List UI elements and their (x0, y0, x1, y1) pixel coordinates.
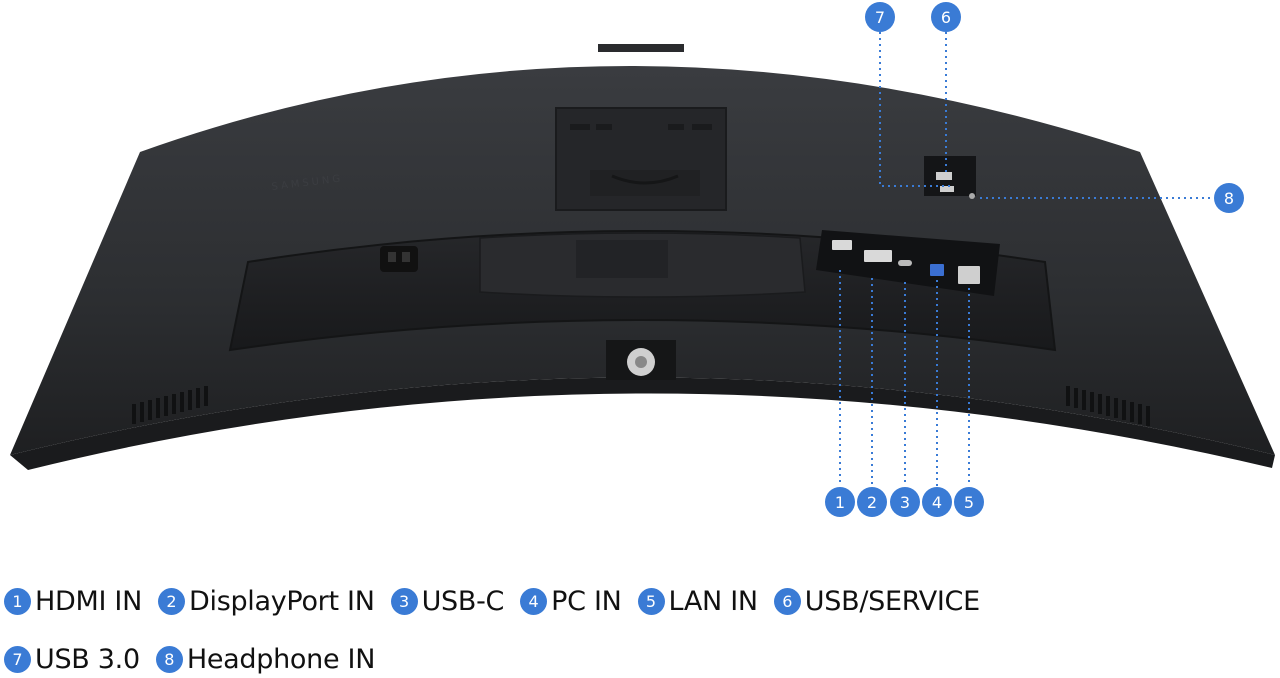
svg-text:1: 1 (835, 493, 845, 512)
legend-number: 2 (158, 588, 185, 615)
left-vent (132, 386, 208, 424)
callout-markers: 1 2 3 4 5 6 7 8 (825, 2, 1244, 517)
legend-label: LAN IN (668, 586, 759, 617)
legend-label: USB/SERVICE (804, 586, 980, 617)
side-ports (924, 156, 976, 199)
svg-text:7: 7 (875, 8, 885, 27)
callout-2: 2 (857, 487, 887, 517)
lan-port (958, 266, 980, 284)
usbc-port (898, 260, 912, 266)
callout-7: 7 (865, 2, 895, 32)
monitor-lower-rim (10, 377, 1275, 470)
legend-item-lan-in: 5 LAN IN (637, 586, 759, 617)
joystick-control (606, 340, 676, 380)
svg-text:8: 8 (1224, 189, 1234, 208)
monitor-diagram: SAMSUNG (10, 2, 1275, 517)
callout-4: 4 (922, 487, 952, 517)
legend-row-1: 1 HDMI IN 2 DisplayPort IN 3 USB-C 4 PC … (4, 586, 996, 617)
top-bracket (598, 44, 684, 52)
svg-text:6: 6 (941, 8, 951, 27)
legend-label: Headphone IN (186, 644, 376, 675)
legend-item-headphone: 8 Headphone IN (155, 644, 376, 675)
usbb-port (930, 264, 944, 276)
legend-label: USB-C (421, 586, 505, 617)
legend-item-hdmi: 1 HDMI IN (4, 586, 142, 617)
leader-lines (839, 32, 1214, 486)
svg-text:3: 3 (900, 493, 910, 512)
legend-number: 4 (520, 588, 548, 615)
svg-text:4: 4 (932, 493, 942, 512)
legend-label: HDMI IN (35, 586, 142, 617)
legend-item-displayport: 2 DisplayPort IN (158, 586, 375, 617)
callout-6: 6 (931, 2, 961, 32)
legend-label: USB 3.0 (35, 644, 140, 675)
legend-number: 6 (773, 588, 801, 615)
legend-row-2: 7 USB 3.0 8 Headphone IN (4, 644, 391, 675)
legend-item-pc-in: 4 PC IN (520, 586, 622, 617)
legend-item-usbc: 3 USB-C (390, 586, 505, 617)
right-vent (1066, 386, 1150, 426)
legend-item-usb-service: 6 USB/SERVICE (773, 586, 980, 617)
legend-number: 8 (155, 646, 183, 673)
legend-item-usb3: 7 USB 3.0 (4, 644, 140, 675)
callout-3: 3 (890, 487, 920, 517)
legend-number: 3 (390, 588, 418, 615)
port-panel (816, 230, 1000, 296)
monitor-back: SAMSUNG (10, 44, 1275, 470)
callout-8: 8 (1214, 183, 1244, 213)
svg-text:2: 2 (867, 493, 877, 512)
legend-number: 1 (4, 588, 31, 615)
power-socket (380, 246, 418, 272)
legend-number: 7 (4, 646, 31, 673)
svg-text:5: 5 (964, 493, 974, 512)
callout-5: 5 (954, 487, 984, 517)
legend-label: PC IN (551, 586, 622, 617)
hdmi-port (832, 240, 852, 250)
displayport-port (864, 250, 892, 262)
callout-1: 1 (825, 487, 855, 517)
legend-label: DisplayPort IN (189, 586, 375, 617)
legend-number: 5 (637, 588, 665, 615)
